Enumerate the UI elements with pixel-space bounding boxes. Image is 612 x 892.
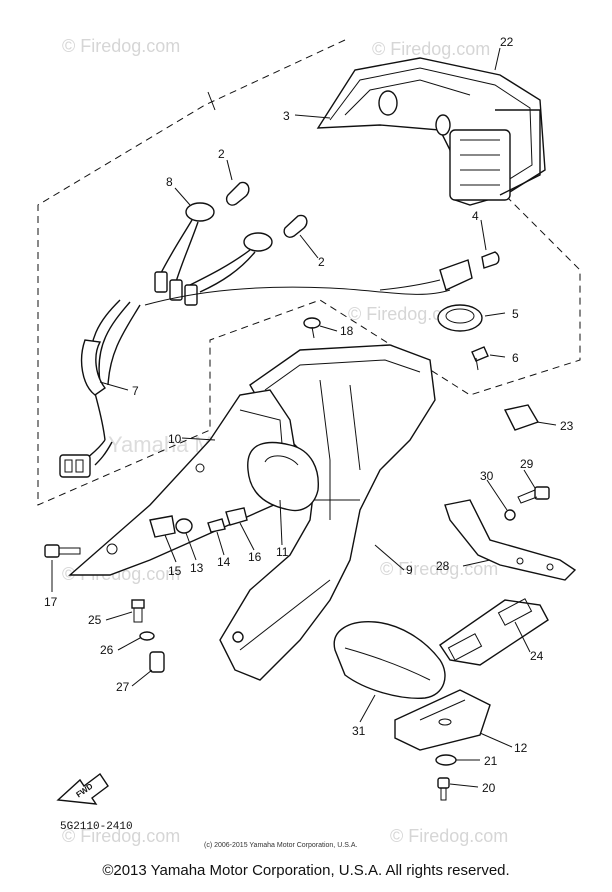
wire-harness: [59, 286, 451, 478]
collar-27: [149, 651, 165, 673]
callout-29: 29: [520, 457, 534, 471]
copyright-footer: ©2013 Yamaha Motor Corporation, U.S.A. A…: [102, 862, 510, 879]
callout-25: 25: [88, 613, 102, 627]
callout-28: 28: [436, 559, 450, 573]
callout-26: 26: [100, 643, 114, 657]
callout-5: 5: [512, 307, 519, 321]
bulb-upper: [225, 181, 250, 206]
callout-15: 15: [168, 564, 182, 578]
tail-light-assembly: [316, 57, 546, 206]
plate-16: [225, 507, 248, 526]
watermark: © Firedog.com: [62, 36, 180, 56]
callout-9: 9: [406, 563, 413, 577]
callout-13: 13: [190, 561, 204, 575]
nut-30: [504, 509, 516, 521]
callout-21: 21: [484, 754, 498, 768]
bolt-29: [517, 486, 550, 504]
callout-16: 16: [248, 550, 262, 564]
grommet-5: [437, 304, 483, 332]
callout-30: 30: [480, 469, 494, 483]
bracket-28: [444, 499, 577, 581]
callout-24: 24: [530, 649, 544, 663]
callout-27: 27: [116, 680, 130, 694]
callout-23: 23: [560, 419, 574, 433]
callout-4: 4: [472, 209, 479, 223]
watermark: © Firedog.com: [380, 559, 498, 579]
bolt-25: [131, 599, 145, 623]
washer-21: [435, 754, 457, 766]
watermark: © Firedog.com: [372, 39, 490, 59]
callout-8: 8: [166, 175, 173, 189]
callout-12: 12: [514, 741, 528, 755]
license-lamp-11: [247, 441, 319, 512]
bulb-lower: [283, 214, 308, 238]
callout-11: 11: [276, 545, 289, 559]
screw-18: [303, 317, 321, 339]
grommet-13: [175, 518, 193, 534]
diagram-number: 5G2110-2410: [60, 821, 133, 833]
callout-22: 22: [500, 35, 514, 49]
strap-24: [439, 598, 549, 666]
socket-4: [379, 251, 500, 291]
leader-lines: [51, 47, 557, 788]
callout-10: 10: [168, 432, 182, 446]
bolt-17: [44, 544, 81, 558]
callout-18: 18: [340, 324, 354, 338]
assembly-group-outline: [37, 39, 581, 506]
forward-arrow: FWD: [56, 772, 109, 805]
screw-20: [437, 777, 450, 801]
watermark: © Firedog.com: [62, 826, 180, 846]
callout-20: 20: [482, 781, 496, 795]
callout-2: 2: [218, 147, 225, 161]
callout-14: 14: [217, 555, 231, 569]
collar-14: [207, 518, 226, 533]
watermark: © Firedog.com: [390, 826, 508, 846]
callout-labels: 22 3 2 8 2 4 5 6 18 7 10 23 29 30 9 28 1…: [44, 35, 574, 795]
callout-31: 31: [352, 724, 366, 738]
callout-3: 3: [283, 109, 290, 123]
socket-cord-assembly: [154, 202, 273, 306]
washer-26: [139, 631, 155, 641]
screw-6: [471, 346, 489, 371]
callout-6: 6: [512, 351, 519, 365]
reflector-23: [503, 404, 540, 431]
callout-7: 7: [132, 384, 139, 398]
tool-bag-31: [333, 621, 446, 699]
tray-12: [394, 689, 491, 751]
plate-15: [149, 515, 176, 538]
callout-17: 17: [44, 595, 58, 609]
callout-2: 2: [318, 255, 325, 269]
group-bracket-line: [207, 91, 216, 111]
small-copyright: (c) 2006-2015 Yamaha Motor Corporation, …: [204, 842, 357, 849]
watermark: © Firedog.com: [348, 304, 466, 324]
